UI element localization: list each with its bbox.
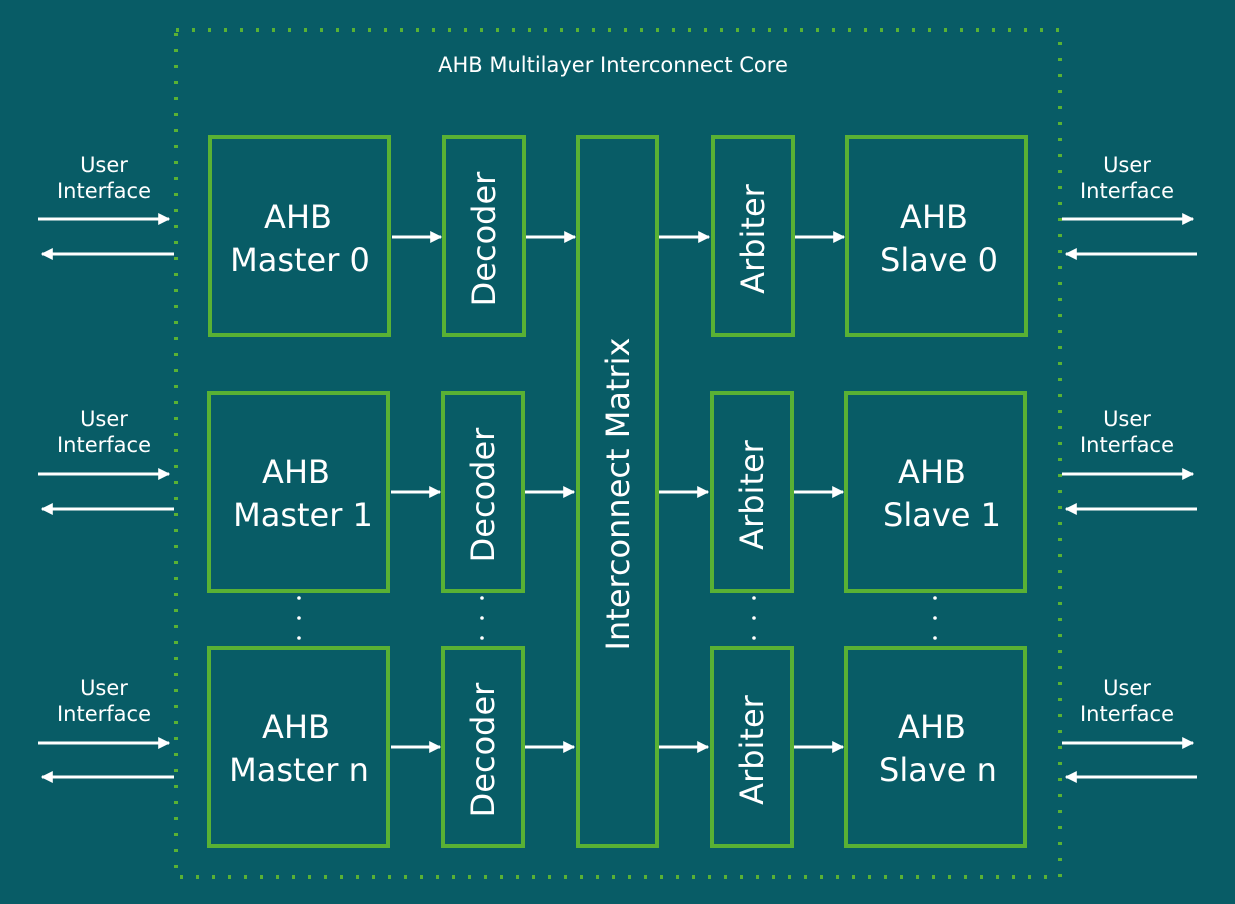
arbiter-label: Arbiter	[733, 694, 771, 804]
user-interface-line2: Interface	[1080, 433, 1174, 457]
slave-label-line1: AHB	[900, 198, 968, 236]
user-interface-line1: User	[1103, 153, 1151, 177]
arbiter-block-1: Arbiter	[710, 391, 794, 593]
decoder-label: Decoder	[464, 682, 502, 818]
user-interface-right-0: User Interface	[1062, 153, 1197, 260]
master-label-line1: AHB	[264, 198, 332, 236]
user-interface-left-n: User Interface	[38, 676, 174, 783]
user-interface-right-1: User Interface	[1062, 407, 1197, 515]
master-block-1: AHB Master 1	[207, 391, 390, 593]
decoder-label: Decoder	[464, 427, 502, 563]
master-label-line2: Master 0	[230, 241, 370, 279]
user-interface-left-1: User Interface	[38, 407, 174, 515]
master-block-0: AHB Master 0	[208, 135, 391, 337]
slave-block-1: AHB Slave 1	[844, 391, 1027, 593]
slave-label-line1: AHB	[898, 453, 966, 491]
user-interface-line1: User	[1103, 407, 1151, 431]
user-interface-line2: Interface	[1080, 702, 1174, 726]
user-interface-left-0: User Interface	[38, 153, 174, 260]
decoder-block-n: Decoder	[441, 646, 525, 848]
interconnect-matrix-label: Interconnect Matrix	[599, 338, 637, 651]
user-interface-line1: User	[80, 407, 128, 431]
slave-label-line2: Slave n	[879, 751, 997, 789]
slave-label-line1: AHB	[898, 708, 966, 746]
slave-block-0: AHB Slave 0	[845, 135, 1028, 337]
master-label-line2: Master 1	[233, 496, 373, 534]
arbiter-label: Arbiter	[733, 439, 771, 549]
decoder-block-0: Decoder	[442, 135, 526, 337]
user-interface-line2: Interface	[1080, 179, 1174, 203]
user-interface-line1: User	[80, 676, 128, 700]
slave-block-n: AHB Slave n	[844, 646, 1027, 848]
master-label-line1: AHB	[262, 708, 330, 746]
arbiter-block-0: Arbiter	[711, 135, 795, 337]
decoder-block-1: Decoder	[441, 391, 525, 593]
arbiter-label: Arbiter	[734, 183, 772, 293]
master-block-n: AHB Master n	[207, 646, 390, 848]
interconnect-matrix-block: Interconnect Matrix	[576, 135, 659, 848]
user-interface-line2: Interface	[57, 702, 151, 726]
user-interface-line1: User	[80, 153, 128, 177]
ellipsis-dots	[297, 596, 937, 640]
user-interface-line2: Interface	[57, 179, 151, 203]
internal-arrows	[391, 231, 846, 753]
slave-label-line2: Slave 0	[880, 241, 998, 279]
slave-label-line2: Slave 1	[883, 496, 1001, 534]
user-interface-line2: Interface	[57, 433, 151, 457]
arbiter-block-n: Arbiter	[710, 646, 794, 848]
core-title: AHB Multilayer Interconnect Core	[438, 53, 788, 77]
decoder-label: Decoder	[465, 171, 503, 307]
user-interface-line1: User	[1103, 676, 1151, 700]
master-label-line2: Master n	[229, 751, 369, 789]
master-label-line1: AHB	[262, 453, 330, 491]
user-interface-right-n: User Interface	[1062, 676, 1197, 783]
